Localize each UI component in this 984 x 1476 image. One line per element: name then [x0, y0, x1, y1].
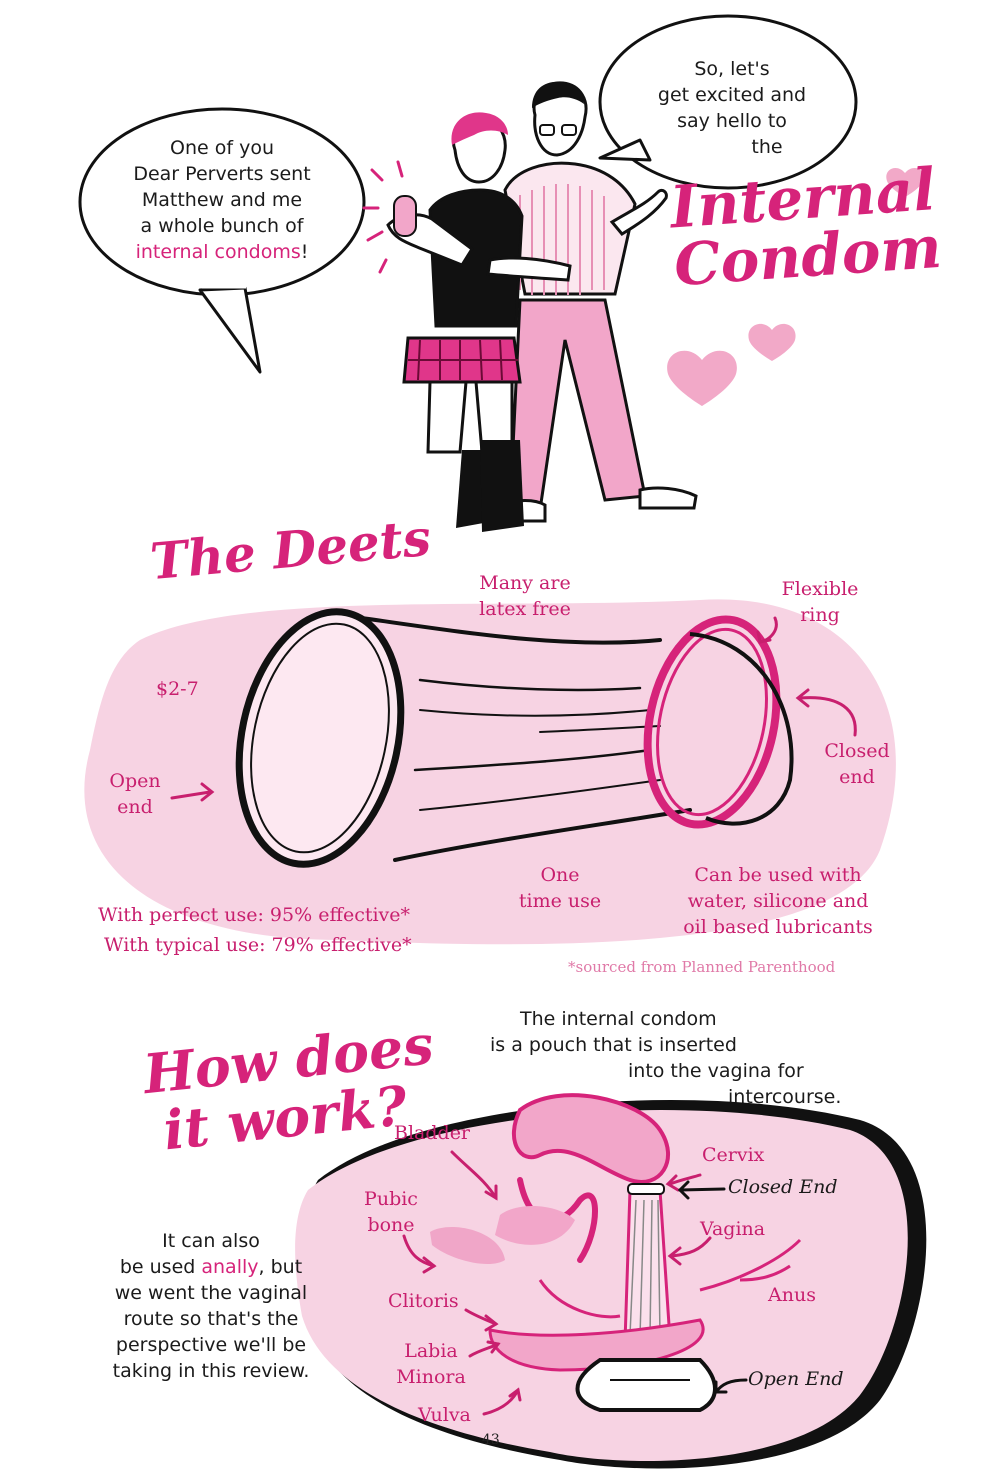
- label-line: One: [540, 864, 580, 886]
- left-speech-bubble: [78, 107, 366, 374]
- bubble-line: a whole bunch of: [140, 215, 304, 237]
- one-time-use-label: One time use: [500, 862, 620, 914]
- cervix-label: Cervix: [702, 1144, 765, 1166]
- open-end-label-bottom: Open End: [748, 1368, 844, 1390]
- typical-use-stat: With typical use: 79% effective*: [104, 934, 412, 956]
- note-line: It can also: [162, 1230, 260, 1252]
- open-end-ring: [235, 608, 405, 868]
- anatomy-diagram: [295, 1093, 927, 1469]
- bubble-line: Dear Perverts sent: [133, 163, 311, 185]
- label-line: Labia: [404, 1340, 458, 1362]
- top-illustration: [78, 14, 924, 532]
- heart-icon: [667, 167, 924, 406]
- clitoris-label: Clitoris: [388, 1290, 459, 1312]
- pubic-bone-label: Pubic bone: [356, 1186, 426, 1238]
- vagina-label: Vagina: [700, 1218, 766, 1240]
- highlight-text: internal condoms: [135, 241, 301, 263]
- bubble-line: Matthew and me: [141, 189, 303, 211]
- note-text: , but: [258, 1256, 303, 1278]
- label-line: time use: [518, 890, 602, 912]
- perfect-use-stat: With perfect use: 95% effective*: [98, 904, 411, 926]
- lubricants-label: Can be used with water, silicone and oil…: [668, 862, 888, 940]
- open-end-ring-shape: [575, 1358, 717, 1412]
- bubble-punct: !: [300, 241, 309, 263]
- flexible-ring-label: Flexible ring: [760, 576, 880, 628]
- label-line: end: [839, 766, 875, 788]
- labia-minora-label: Labia Minora: [386, 1338, 476, 1390]
- note-line: perspective we'll be: [115, 1334, 307, 1356]
- left-bubble-text: One of you Dear Perverts sent Matthew an…: [95, 135, 349, 265]
- label-line: Minora: [396, 1366, 466, 1388]
- sparkle-lines: [362, 160, 404, 274]
- woman-figure: [386, 112, 572, 532]
- open-end-label: Open end: [100, 768, 170, 820]
- label-line: Can be used with: [694, 864, 862, 886]
- note-line: be used anally, but: [76, 1254, 346, 1280]
- closed-end-label: Closed End: [728, 1176, 838, 1198]
- latex-free-label: Many are latex free: [440, 570, 610, 622]
- bladder-label: Bladder: [394, 1122, 471, 1144]
- label-line: bone: [367, 1214, 415, 1236]
- label-line: oil based lubricants: [683, 916, 873, 938]
- label-line: end: [117, 796, 153, 818]
- desc-line: The internal condom: [520, 1008, 717, 1030]
- condom-diagram: [84, 599, 896, 945]
- desc-line: is a pouch that is inserted: [490, 1034, 737, 1056]
- note-line: we went the vaginal: [114, 1282, 308, 1304]
- note-line: taking in this review.: [112, 1360, 310, 1382]
- bubble-line: the: [751, 136, 783, 158]
- closed-end-label: Closed end: [812, 738, 902, 790]
- flexible-ring: [643, 615, 781, 829]
- how-description: The internal condom is a pouch that is i…: [480, 1006, 860, 1110]
- vulva-label: Vulva: [418, 1404, 471, 1426]
- source-note: *sourced from Planned Parenthood: [568, 958, 836, 976]
- desc-line: into the vagina for: [628, 1060, 804, 1082]
- label-line: Pubic: [364, 1188, 418, 1210]
- desc-line: intercourse.: [728, 1086, 842, 1108]
- price-label: $2-7: [156, 678, 199, 700]
- note-text: be used: [119, 1256, 202, 1278]
- anal-use-note: It can also be used anally, but we went …: [76, 1228, 346, 1384]
- bladder-shape: [511, 1093, 671, 1184]
- anus-label: Anus: [768, 1284, 816, 1306]
- bubble-line: internal condoms!: [95, 239, 349, 265]
- arrow-icon: [170, 616, 857, 802]
- right-bubble-text: So, let's get excited and say hello to t…: [612, 56, 852, 160]
- label-line: ring: [800, 604, 840, 626]
- pubic-bone-shape: [430, 1227, 505, 1265]
- label-line: water, silicone and: [687, 890, 869, 912]
- label-line: Open: [109, 770, 161, 792]
- anatomy-pink-blob: [295, 1110, 908, 1462]
- highlight-text: anally: [201, 1256, 259, 1278]
- page-title: Internal Condom: [668, 155, 975, 299]
- right-speech-bubble: [598, 14, 858, 190]
- label-line: Flexible: [781, 578, 859, 600]
- note-line: route so that's the: [123, 1308, 299, 1330]
- label-line: Many are: [479, 572, 571, 594]
- arrow-icon: [402, 1150, 712, 1416]
- bubble-line: So, let's: [694, 58, 770, 80]
- bubble-line: One of you: [170, 137, 274, 159]
- label-line: Closed: [824, 740, 890, 762]
- page-number: 43: [482, 1432, 500, 1448]
- bubble-line: get excited and: [657, 84, 807, 106]
- bubble-line: say hello to: [677, 110, 787, 132]
- label-line: latex free: [479, 598, 571, 620]
